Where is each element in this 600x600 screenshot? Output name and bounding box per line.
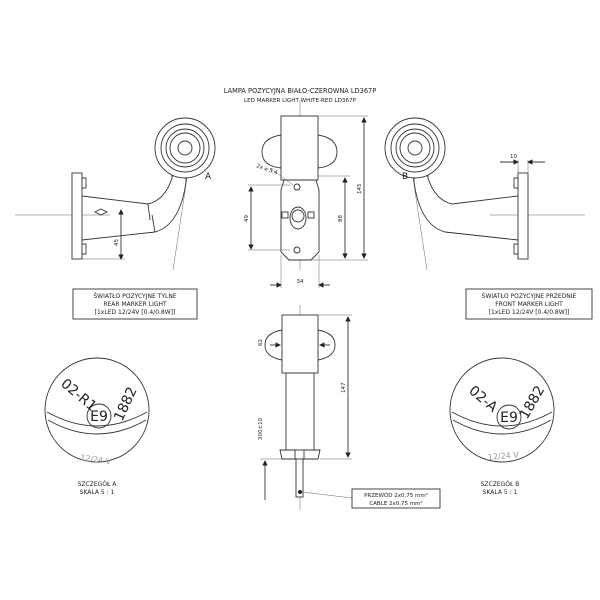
cable-label: PRZEWÓD 2x0,75 mm² CABLE 2x0,75 mm² bbox=[351, 488, 441, 509]
dim-62: 62 bbox=[258, 339, 264, 346]
front-view: 2x ⌀ 5.4 49 88 145 34 bbox=[244, 100, 368, 288]
bottom-view: 62 147 300±10 bbox=[258, 305, 353, 510]
dim-49: 49 bbox=[244, 215, 250, 222]
detail-a-scale: SKALA 5 : 1 bbox=[80, 489, 115, 496]
detail-b: 02-A E9 1882 12/24 V SZCZEGÓŁ B SKALA 5 … bbox=[449, 357, 555, 496]
front-label-en: FRONT MARKER LIGHT bbox=[495, 301, 563, 308]
dim-10: 10 bbox=[510, 154, 517, 160]
front-label-pl: ŚWIATŁO POZYCYJNE PRZEDNIE bbox=[482, 293, 577, 300]
rear-label-pl: ŚWIATŁO POZYCYJNE TYLNE bbox=[93, 293, 176, 300]
rear-label-spec: [1xLED 12/24V [0.4/0.8W]] bbox=[95, 309, 176, 316]
detail-b-caption: SZCZEGÓŁ B bbox=[481, 481, 520, 488]
dim-45: 45 bbox=[114, 239, 120, 246]
title-line2: LED MARKER LIGHT WHITE-RED LD367P bbox=[244, 98, 357, 104]
dim-145: 145 bbox=[357, 183, 363, 194]
detail-a: 02-R1 E9 1882 12/24 V SZCZEGÓŁ A SKALA 5… bbox=[44, 357, 150, 496]
detail-a-caption: SZCZEGÓŁ A bbox=[78, 481, 118, 488]
cable-label-en: CABLE 2x0,75 mm² bbox=[369, 500, 422, 507]
detail-a-e-mark: E9 bbox=[90, 409, 108, 425]
detail-b-e-mark: E9 bbox=[500, 410, 518, 426]
title-line1: LAMPA POZYCYJNA BIAŁO-CZEROWNA LD367P bbox=[224, 87, 376, 95]
marker-a: A bbox=[205, 172, 212, 182]
detail-a-voltage: 12/24 V bbox=[80, 453, 113, 466]
dim-34: 34 bbox=[297, 279, 304, 285]
marker-b: B bbox=[402, 172, 408, 182]
detail-b-scale: SKALA 5 : 1 bbox=[483, 489, 518, 496]
left-side-view: A 45 bbox=[15, 117, 216, 271]
front-light-label: ŚWIATŁO POZYCYJNE PRZEDNIE FRONT MARKER … bbox=[465, 288, 593, 320]
detail-b-voltage: 12/24 V bbox=[487, 450, 519, 462]
front-label-spec: [1xLED 12/24V [0.4/0.8W]] bbox=[489, 309, 570, 316]
rear-label-en: REAR MARKER LIGHT bbox=[103, 301, 167, 308]
dim-147: 147 bbox=[341, 382, 347, 393]
dim-cable-length: 300±10 bbox=[258, 417, 264, 440]
dim-88: 88 bbox=[338, 215, 344, 222]
rear-light-label: ŚWIATŁO POZYCYJNE TYLNE REAR MARKER LIGH… bbox=[72, 288, 198, 320]
cable-label-pl: PRZEWÓD 2x0,75 mm² bbox=[364, 492, 428, 499]
detail-b-code: 02-A bbox=[465, 383, 500, 416]
right-side-view: B 10 bbox=[384, 117, 585, 271]
